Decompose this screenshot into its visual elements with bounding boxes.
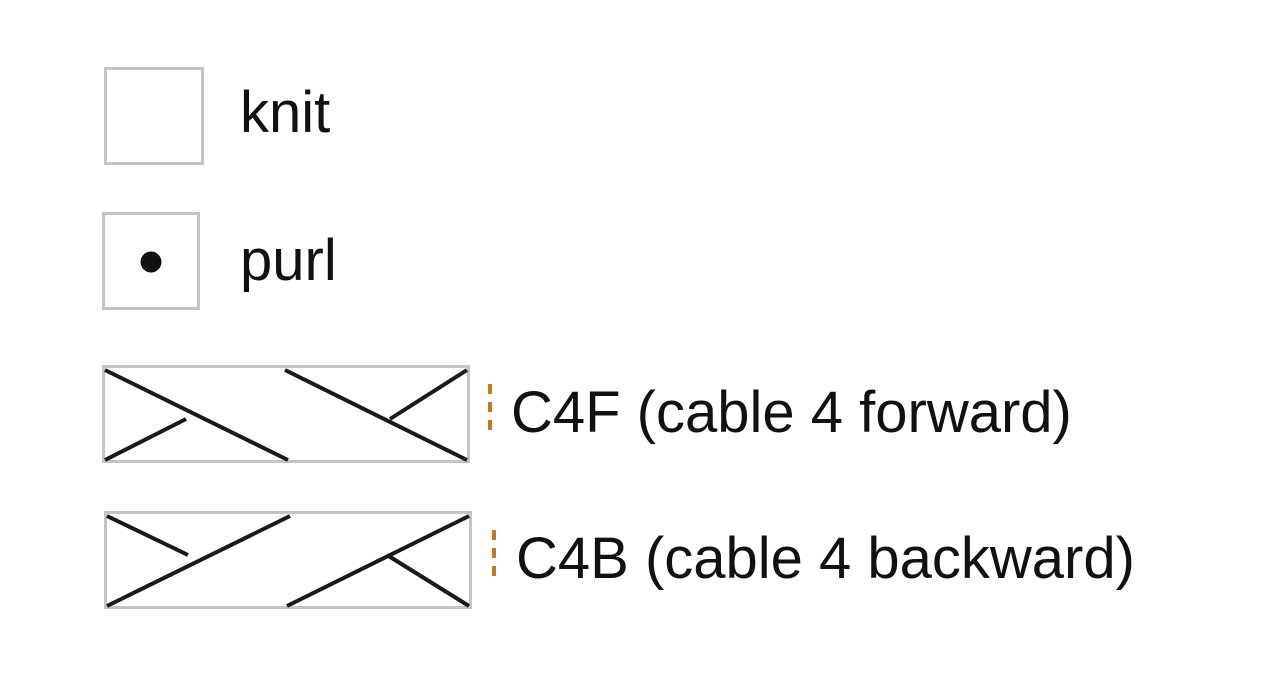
purl-dot-icon <box>102 212 200 310</box>
legend-label-c4f: C4F (cable 4 forward) <box>511 380 1072 445</box>
legend-label-purl: purl <box>240 228 337 293</box>
legend-label-c4b: C4B (cable 4 backward) <box>516 526 1135 591</box>
legend-label-knit: knit <box>240 80 331 145</box>
c4b-cable-icon <box>104 511 472 609</box>
separator-mark-icon <box>492 530 496 576</box>
c4f-cable-icon <box>102 365 470 463</box>
separator-mark-icon <box>488 384 492 430</box>
knit-square-icon <box>104 67 204 165</box>
